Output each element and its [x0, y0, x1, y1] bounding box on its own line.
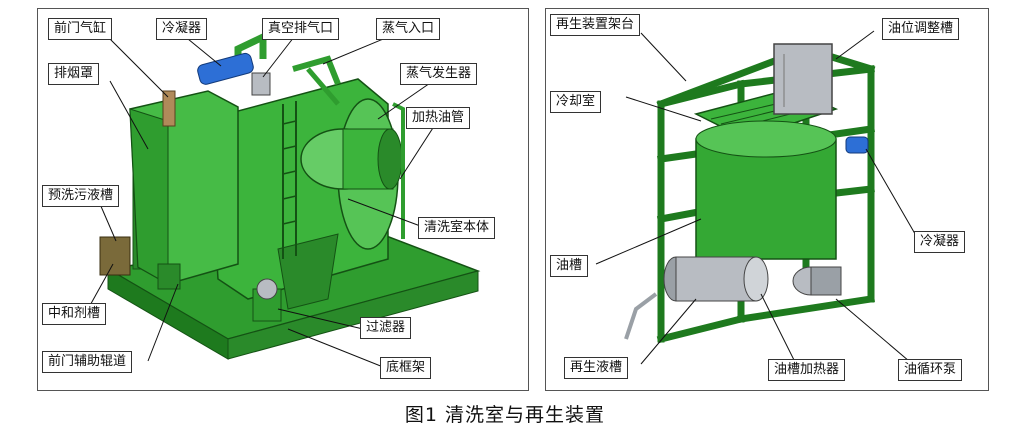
label-heating-oil-pipe: 加热油管	[406, 107, 471, 129]
label-oil-tank: 油槽	[550, 255, 589, 277]
regeneration-unit-figure: 再生装置架台 油位调整槽 冷却室 冷凝器 油槽 再生液槽 油槽加热器 油循环泵	[545, 8, 989, 391]
label-cleaning-chamber: 清洗室本体	[418, 217, 496, 239]
cleaning-chamber-illustration	[87, 31, 481, 368]
label-front-door-cylinder: 前门气缸	[48, 18, 113, 40]
cleaning-chamber-figure: 前门气缸 冷凝器 真空排气口 蒸气入口 蒸气发生器 排烟罩 加热油管 预洗污液槽…	[37, 8, 529, 391]
label-filter: 过滤器	[360, 317, 412, 339]
label-condenser-right: 冷凝器	[914, 231, 966, 253]
label-front-door-rail: 前门辅助辊道	[42, 351, 133, 373]
label-oil-circ-pump: 油循环泵	[898, 359, 963, 381]
label-oil-tank-heater: 油槽加热器	[768, 359, 846, 381]
label-steam-generator: 蒸气发生器	[400, 63, 478, 85]
label-cooling-chamber: 冷却室	[550, 91, 602, 113]
label-smoke-hood: 排烟罩	[48, 63, 100, 85]
label-condenser-left: 冷凝器	[156, 18, 208, 40]
label-neutralizer-tank: 中和剂槽	[42, 303, 107, 325]
figure-caption: 图1 清洗室与再生装置	[404, 404, 606, 426]
regeneration-unit-illustration	[595, 30, 919, 368]
label-steam-inlet: 蒸气入口	[376, 18, 441, 40]
label-regen-liquid-tank: 再生液槽	[564, 357, 629, 379]
label-vacuum-exhaust: 真空排气口	[262, 18, 340, 40]
label-oil-level-tank: 油位调整槽	[882, 18, 960, 40]
label-regen-frame: 再生装置架台	[550, 14, 641, 36]
label-prewash-tank: 预洗污液槽	[42, 185, 120, 207]
label-base-frame: 底框架	[380, 357, 432, 379]
